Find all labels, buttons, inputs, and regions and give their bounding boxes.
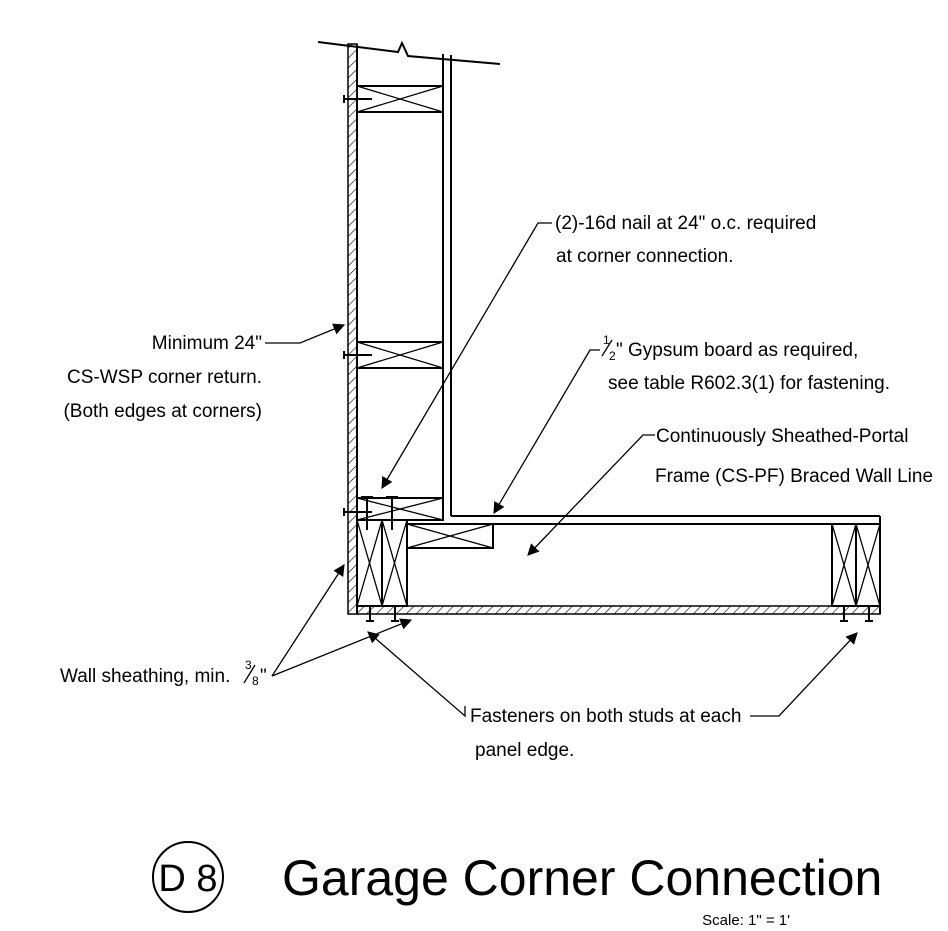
gypsum-fraction-num: 1 bbox=[603, 333, 610, 347]
detail-title: Garage Corner Connection bbox=[282, 850, 882, 906]
corner-return-line2: CS-WSP corner return. bbox=[67, 367, 262, 388]
horizontal-wall-sheathing bbox=[356, 605, 881, 615]
fasteners-note-line1: Fasteners on both studs at each bbox=[470, 706, 741, 727]
detail-tag: D 8 bbox=[158, 858, 217, 900]
nail-note-line1: (2)-16d nail at 24" o.c. required bbox=[555, 213, 816, 234]
gypsum-fraction-bar bbox=[601, 339, 613, 357]
portal-note-line2: Frame (CS-PF) Braced Wall Line bbox=[655, 466, 933, 487]
sheathing-note: Wall sheathing, min. bbox=[60, 666, 230, 687]
fastener-marks bbox=[366, 606, 873, 622]
break-line bbox=[317, 40, 501, 65]
corner-return-line3: (Both edges at corners) bbox=[63, 401, 262, 422]
sheathing-fraction-num: 3 bbox=[245, 658, 252, 672]
detail-tag-circle bbox=[152, 841, 224, 913]
vertical-wall-sheathing bbox=[347, 43, 358, 615]
portal-note-line1: Continuously Sheathed-Portal bbox=[656, 426, 908, 447]
corner-block bbox=[406, 523, 494, 549]
gypsum-note-line2: see table R602.3(1) for fastening. bbox=[608, 373, 890, 394]
nail-marks bbox=[343, 95, 398, 530]
sheathing-suffix: " bbox=[260, 666, 267, 687]
end-studs bbox=[831, 523, 881, 607]
leader-lines bbox=[265, 222, 858, 718]
nail-note-line2: at corner connection. bbox=[556, 246, 733, 267]
blocking-bottom bbox=[356, 497, 444, 521]
corner-studs bbox=[356, 519, 408, 607]
sheathing-fraction-den: 8 bbox=[252, 674, 259, 688]
sheathing-fraction-bar bbox=[243, 664, 256, 684]
gypsum-fraction-den: 2 bbox=[609, 349, 616, 363]
gypsum-note-line1: " Gypsum board as required, bbox=[616, 340, 858, 361]
fasteners-note-line2: panel edge. bbox=[475, 740, 574, 761]
corner-return-line1: Minimum 24" bbox=[152, 333, 262, 354]
detail-scale: Scale: 1" = 1' bbox=[702, 912, 790, 929]
